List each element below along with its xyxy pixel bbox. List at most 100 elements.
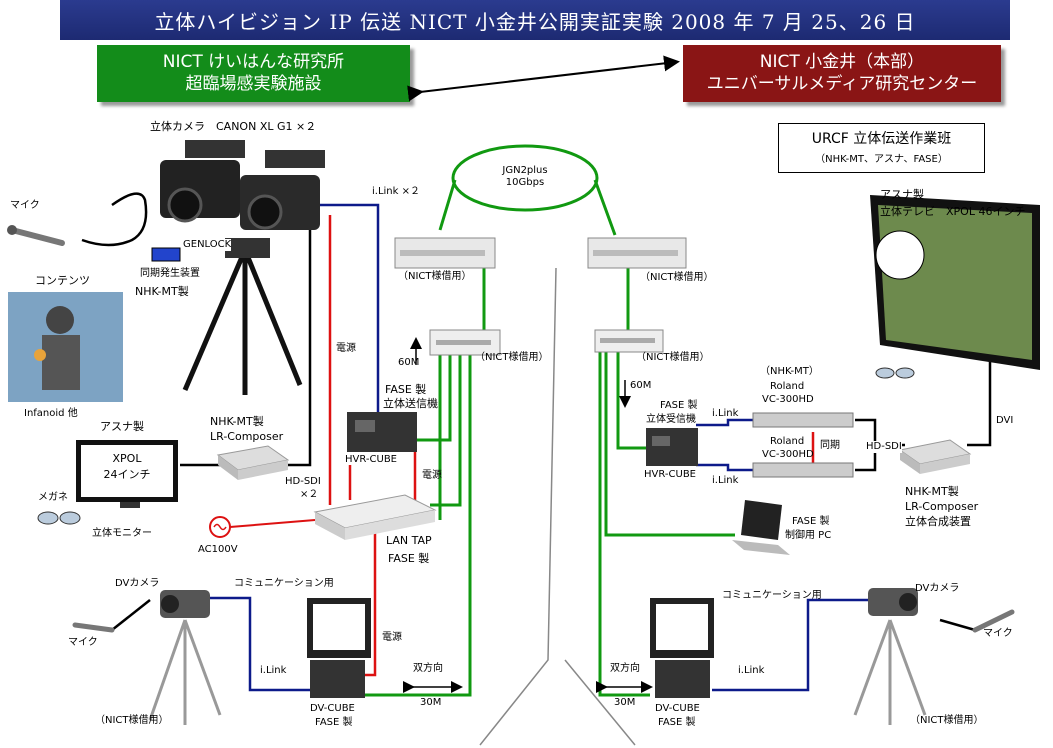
dvi-label: DVI: [996, 415, 1014, 426]
left-site-box: NICT けいはんな研究所 超臨場感実験施設: [97, 45, 410, 102]
tx-label2: 立体送信機: [383, 397, 438, 410]
nict-right-label: （NICT様借用）: [910, 715, 984, 726]
right-site-line2: ユニバーサルメディア研究センター: [706, 74, 978, 94]
mic2-label: マイク: [68, 637, 98, 648]
fase-left-label: FASE 製: [315, 717, 353, 728]
power1-label: 電源: [336, 343, 356, 354]
ilink-right-label: i.Link: [738, 665, 765, 676]
asuna-left-label: アスナ製: [100, 420, 144, 433]
60m-right-label: 60M: [630, 380, 652, 391]
power3-label: 電源: [382, 632, 402, 643]
ac-label: AC100V: [198, 544, 238, 555]
genlock-label: GENLOCK: [183, 239, 232, 251]
30m-right-label: 30M: [614, 697, 636, 708]
glasses-icon: [37, 511, 81, 525]
lrc-right-maker: NHK-MT製: [905, 485, 959, 498]
xpol-24-monitor: [76, 440, 178, 508]
monitor-label: 立体モニター: [92, 528, 152, 539]
stereo-camera-icon: [160, 140, 325, 230]
pc-label2: 制御用 PC: [785, 530, 832, 541]
dvcube-right-label: DV-CUBE: [655, 703, 700, 714]
title-banner: 立体ハイビジョン IP 伝送 NICT 小金井公開実証実験 2008 年 7 月…: [60, 0, 1010, 40]
dvcube-left-label: DV-CUBE: [310, 703, 355, 714]
ilink-left-label: i.Link: [260, 665, 287, 676]
hvr-right-label: HVR-CUBE: [644, 469, 696, 480]
60m-left-label: 60M: [398, 357, 420, 368]
sync-generator-label: 同期発生装置: [140, 268, 200, 279]
microphone-icon: [972, 609, 1015, 633]
tx-label1: FASE 製: [385, 383, 427, 396]
center-divider: [479, 267, 557, 746]
contents-label: コンテンツ: [35, 274, 90, 287]
mic-right-label: マイク: [983, 628, 1013, 639]
robot-image: [8, 292, 123, 402]
dv-cube-icon: [310, 660, 365, 698]
lr-composer-icon: [898, 439, 972, 474]
ilink-r-a: i.Link: [712, 408, 739, 419]
microphone-icon: [7, 225, 65, 246]
jgn-cloud: [451, 144, 599, 212]
dv-camera-icon: [853, 588, 927, 725]
sync-label: 同期: [820, 440, 840, 451]
hdsdi-left-2: ×２: [300, 489, 319, 500]
team-members: （NHK-MT、アスナ、FASE）: [815, 154, 948, 165]
roland1: Roland: [770, 381, 805, 392]
xpol24-line1: XPOL: [112, 452, 142, 465]
dvcam-right-label: DVカメラ: [915, 583, 960, 594]
lantap-label2: FASE 製: [388, 552, 430, 565]
lan-tap-icon: [313, 494, 437, 540]
nhkmt-label: NHK-MT製: [135, 285, 189, 298]
ilink2-label: i.Link ×２: [372, 186, 420, 197]
left-site-line1: NICT けいはんな研究所: [162, 52, 345, 72]
switch-r2-label: （NICT様借用）: [636, 352, 710, 363]
duplex-right-label: 双方向: [610, 663, 640, 674]
dv-cube-icon: [655, 660, 710, 698]
hvr-left-label: HVR-CUBE: [345, 454, 397, 465]
30m-left-label: 30M: [420, 697, 442, 708]
lrc-right-name: LR-Composer: [905, 500, 979, 513]
vc2: VC-300HD: [762, 449, 814, 460]
team-name: URCF 立体伝送作業班: [811, 131, 952, 147]
xpol24-line2: 24インチ: [103, 468, 151, 481]
hdsdi-right: HD-SDI: [866, 441, 902, 453]
rx-label2: 立体受信機: [646, 414, 696, 425]
ilink-r-b: i.Link: [712, 475, 739, 486]
control-pc-icon: [732, 500, 790, 555]
right-site-box: NICT 小金井（本部） ユニバーサルメディア研究センター: [683, 45, 1001, 102]
hvr-cube-icon: [646, 428, 698, 466]
nict-left-label: （NICT様借用）: [95, 715, 169, 726]
fase-right-label: FASE 製: [658, 717, 696, 728]
nhkmt-right-label: （NHK-MT）: [760, 366, 819, 377]
infanoid-label: Infanoid 他: [24, 408, 78, 419]
power2-label: 電源: [422, 470, 442, 481]
roland-vc300hd-icon: [752, 462, 854, 478]
network-switch-icon: [394, 237, 496, 269]
tv-label: 立体テレビ XPOL 46インチ: [880, 205, 1026, 218]
network-switch-icon: [429, 329, 501, 356]
lr-composer-icon: [216, 445, 290, 480]
comm-right-label: コミュニケーション用: [722, 590, 822, 601]
pc-label1: FASE 製: [792, 516, 830, 527]
vc1: VC-300HD: [762, 394, 814, 405]
xpol-46-tv: [870, 195, 1040, 370]
duplex-left-label: 双方向: [413, 663, 443, 674]
right-site-line1: NICT 小金井（本部）: [759, 52, 925, 72]
page-title: 立体ハイビジョン IP 伝送 NICT 小金井公開実証実験 2008 年 7 月…: [154, 9, 916, 34]
dvcam-left-label: DVカメラ: [115, 578, 160, 589]
network-switch-icon: [587, 237, 687, 269]
rx-label1: FASE 製: [660, 400, 698, 411]
sites-arrow: [407, 55, 680, 102]
communication-monitor-icon: [307, 598, 371, 658]
team-box: URCF 立体伝送作業班 （NHK-MT、アスナ、FASE）: [778, 123, 985, 173]
asuna-right-label: アスナ製: [880, 188, 924, 201]
comm-left-label: コミュニケーション用: [234, 578, 334, 589]
lrc-left-maker: NHK-MT製: [210, 415, 264, 428]
tripod-icon: [182, 249, 303, 395]
network-switch-icon: [594, 329, 664, 353]
lantap-label1: LAN TAP: [386, 534, 432, 547]
glasses-icon: [875, 367, 915, 379]
roland-vc300hd-icon: [752, 412, 854, 428]
communication-monitor-icon: [650, 598, 714, 658]
